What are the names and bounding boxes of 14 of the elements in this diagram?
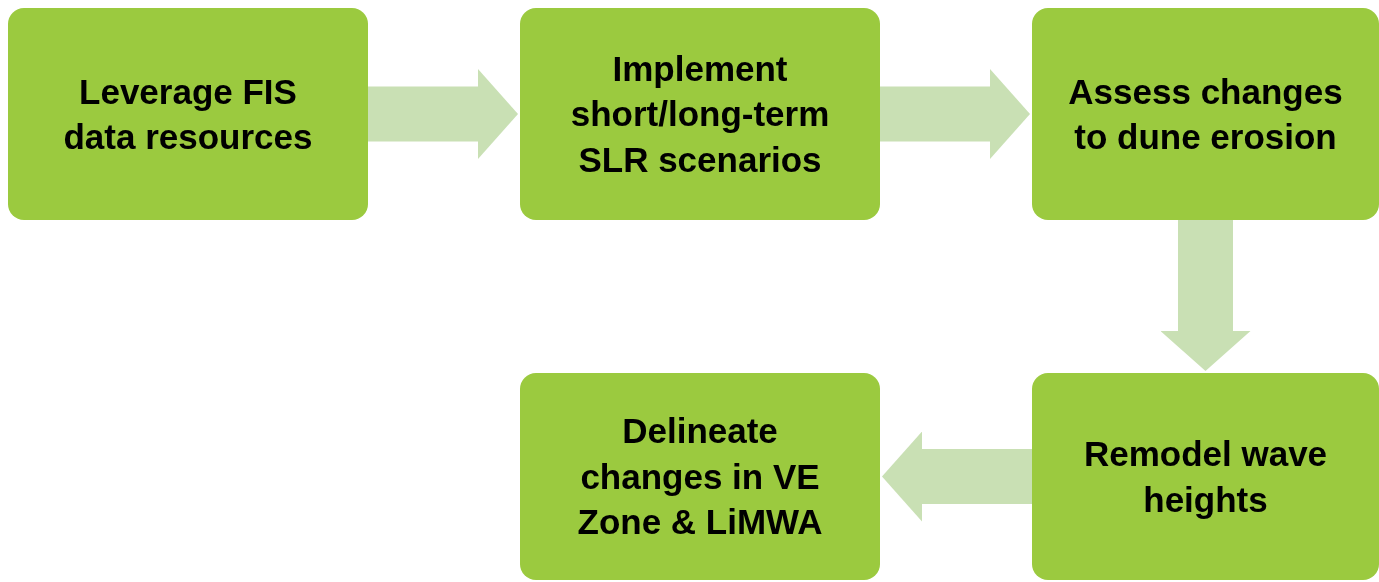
arrow bbox=[880, 69, 1030, 159]
process-box bbox=[520, 8, 880, 220]
arrow bbox=[882, 431, 1032, 522]
box-label: Remodel wave heights bbox=[1082, 433, 1329, 521]
box-label: Implement short/long-term SLR scenarios bbox=[569, 47, 831, 181]
arrow bbox=[368, 69, 518, 159]
box-label: Assess changes to dune erosion bbox=[1068, 70, 1343, 158]
box-label: Leverage FIS data resources bbox=[62, 70, 314, 158]
process-box bbox=[1032, 373, 1379, 580]
process-box bbox=[8, 8, 368, 220]
arrow bbox=[1160, 220, 1251, 371]
box-label: Delineate changes in VE Zone & LiMWA bbox=[576, 410, 824, 544]
process-box bbox=[1032, 8, 1379, 220]
process-box bbox=[520, 373, 880, 580]
